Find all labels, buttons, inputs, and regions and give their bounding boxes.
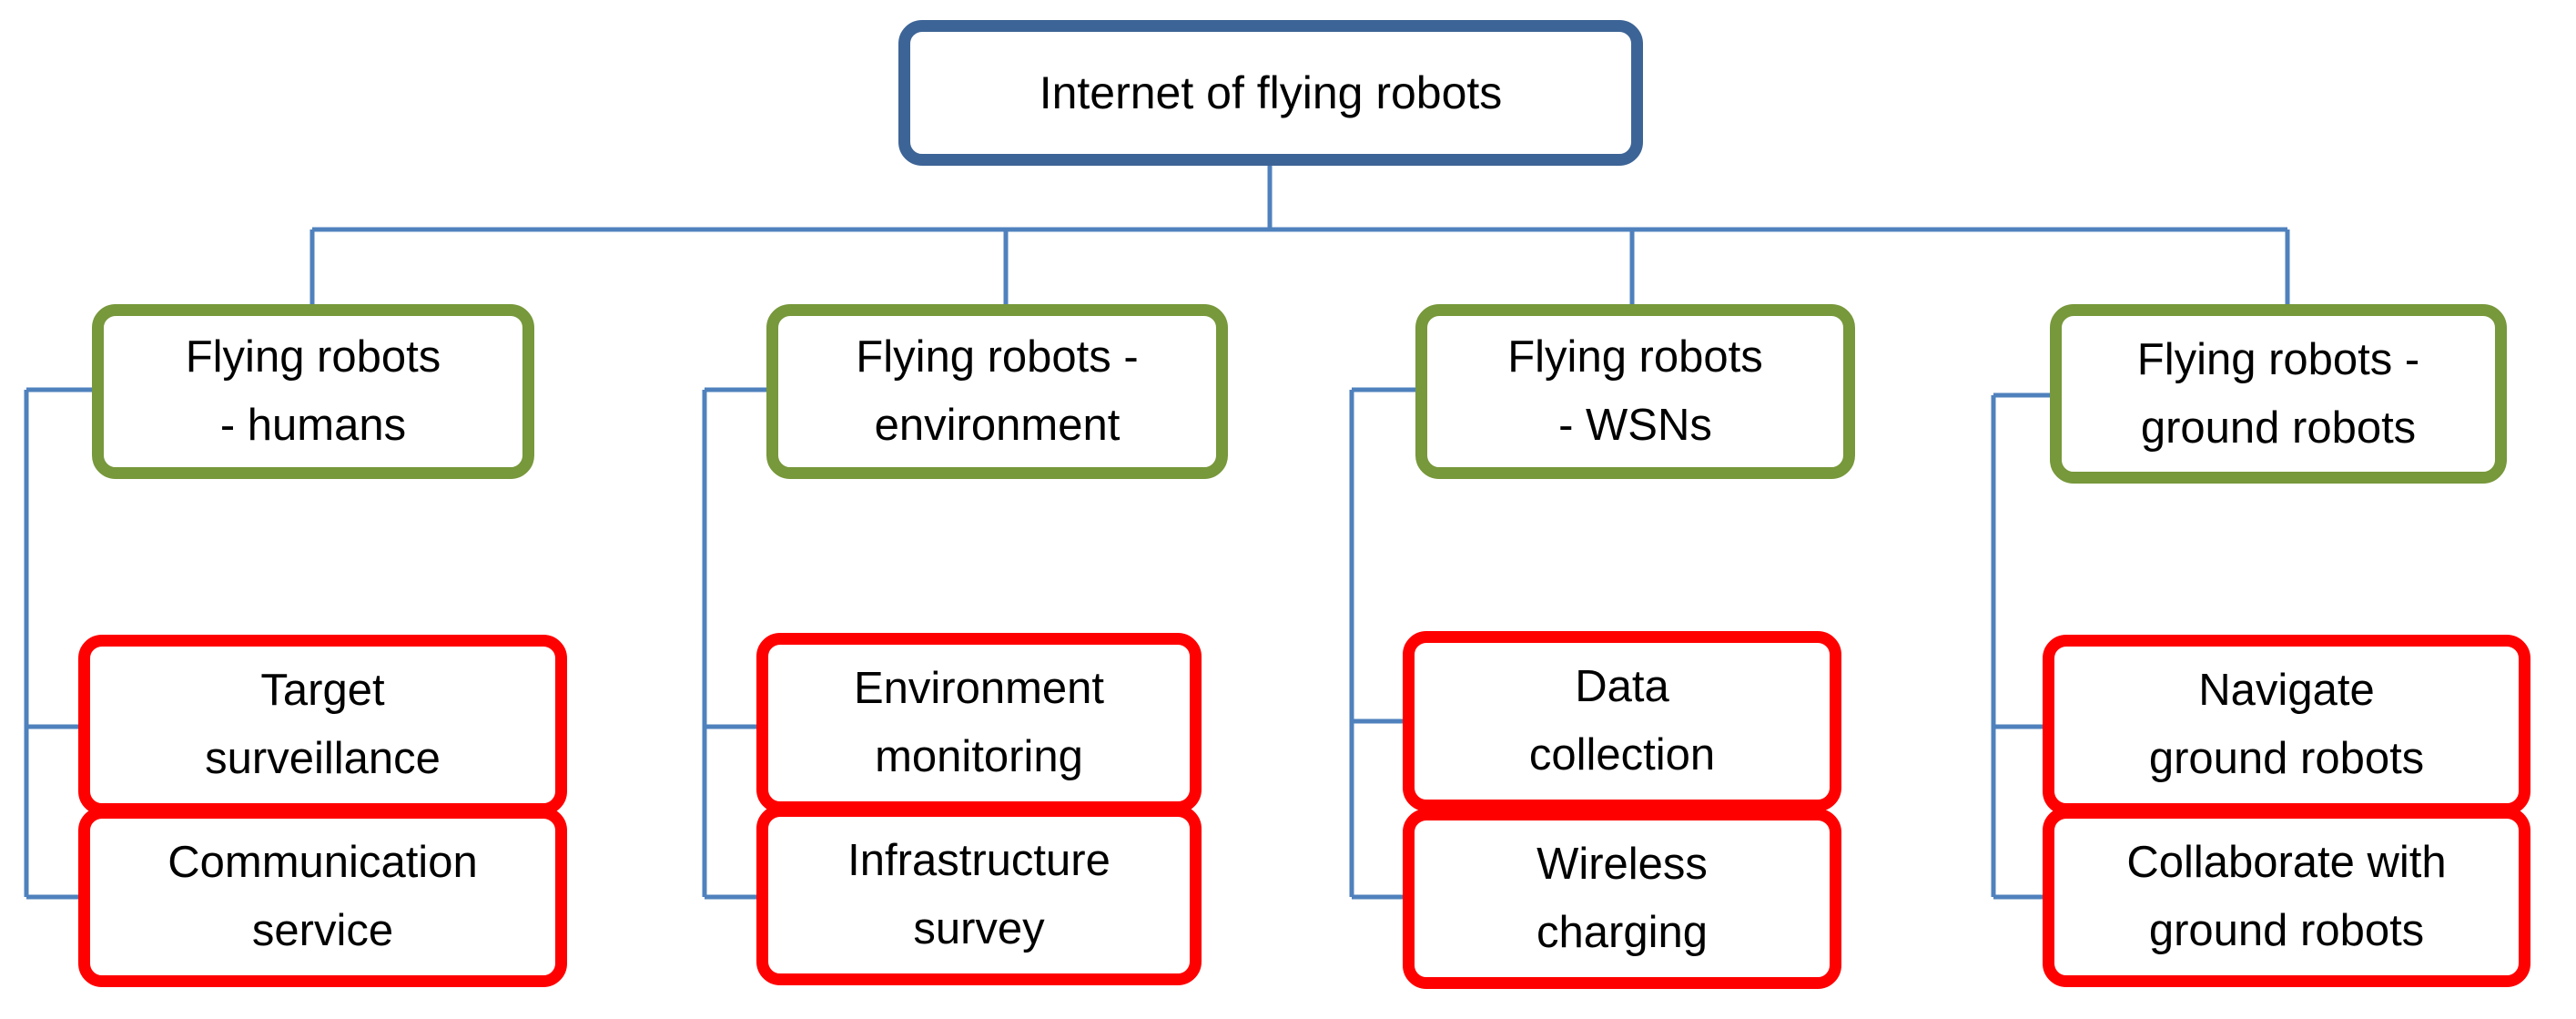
category-node-wsns: Flying robots - WSNs bbox=[1415, 304, 1855, 479]
leaf-label-line-1: Communication bbox=[167, 838, 478, 887]
root-node: Internet of flying robots bbox=[898, 20, 1643, 166]
leaf-node-collaborate-with-ground-robots: Collaborate with ground robots bbox=[2043, 807, 2530, 987]
leaf-node-target-surveillance: Target surveillance bbox=[78, 635, 567, 815]
leaf-node-environment-monitoring: Environment monitoring bbox=[756, 633, 1202, 813]
leaf-label-line-2: ground robots bbox=[2148, 734, 2425, 783]
category-node-environment: Flying robots - environment bbox=[766, 304, 1228, 479]
leaf-label-line-2: collection bbox=[1528, 730, 1716, 780]
leaf-label-line-2: survey bbox=[913, 904, 1045, 953]
leaf-label-line-1: Infrastructure bbox=[847, 836, 1111, 885]
leaf-node-wireless-charging: Wireless charging bbox=[1403, 809, 1841, 989]
category-label-line-1: Flying robots bbox=[185, 332, 441, 382]
category-label-line-2: ground robots bbox=[2140, 403, 2417, 453]
leaf-label-line-2: surveillance bbox=[205, 734, 441, 783]
leaf-label-line-2: charging bbox=[1536, 908, 1708, 957]
category-label-line-2: - WSNs bbox=[1558, 401, 1712, 450]
category-label-line-1: Flying robots - bbox=[856, 332, 1139, 382]
leaf-label-line-2: monitoring bbox=[875, 732, 1083, 781]
leaf-label-line-1: Navigate bbox=[2198, 666, 2375, 715]
category-node-ground-robots: Flying robots - ground robots bbox=[2050, 304, 2507, 484]
category-label-line-1: Flying robots bbox=[1507, 332, 1763, 382]
leaf-label-line-1: Data bbox=[1575, 662, 1669, 711]
leaf-node-navigate-ground-robots: Navigate ground robots bbox=[2043, 635, 2530, 815]
category-label-line-1: Flying robots - bbox=[2136, 334, 2420, 384]
leaf-node-communication-service: Communication service bbox=[78, 807, 567, 987]
leaf-label-line-2: ground robots bbox=[2148, 906, 2425, 955]
leaf-label-line-1: Environment bbox=[853, 664, 1105, 713]
leaf-node-infrastructure-survey: Infrastructure survey bbox=[756, 805, 1202, 985]
category-label-line-2: environment bbox=[874, 401, 1121, 450]
leaf-label-line-1: Target bbox=[260, 666, 385, 715]
root-node-label: Internet of flying robots bbox=[1039, 66, 1503, 118]
leaf-node-data-collection: Data collection bbox=[1403, 631, 1841, 811]
leaf-label-line-2: service bbox=[251, 906, 394, 955]
category-label-line-2: - humans bbox=[219, 401, 407, 450]
leaf-label-line-1: Wireless bbox=[1536, 840, 1708, 889]
category-node-humans: Flying robots - humans bbox=[92, 304, 534, 479]
leaf-label-line-1: Collaborate with bbox=[2126, 838, 2447, 887]
